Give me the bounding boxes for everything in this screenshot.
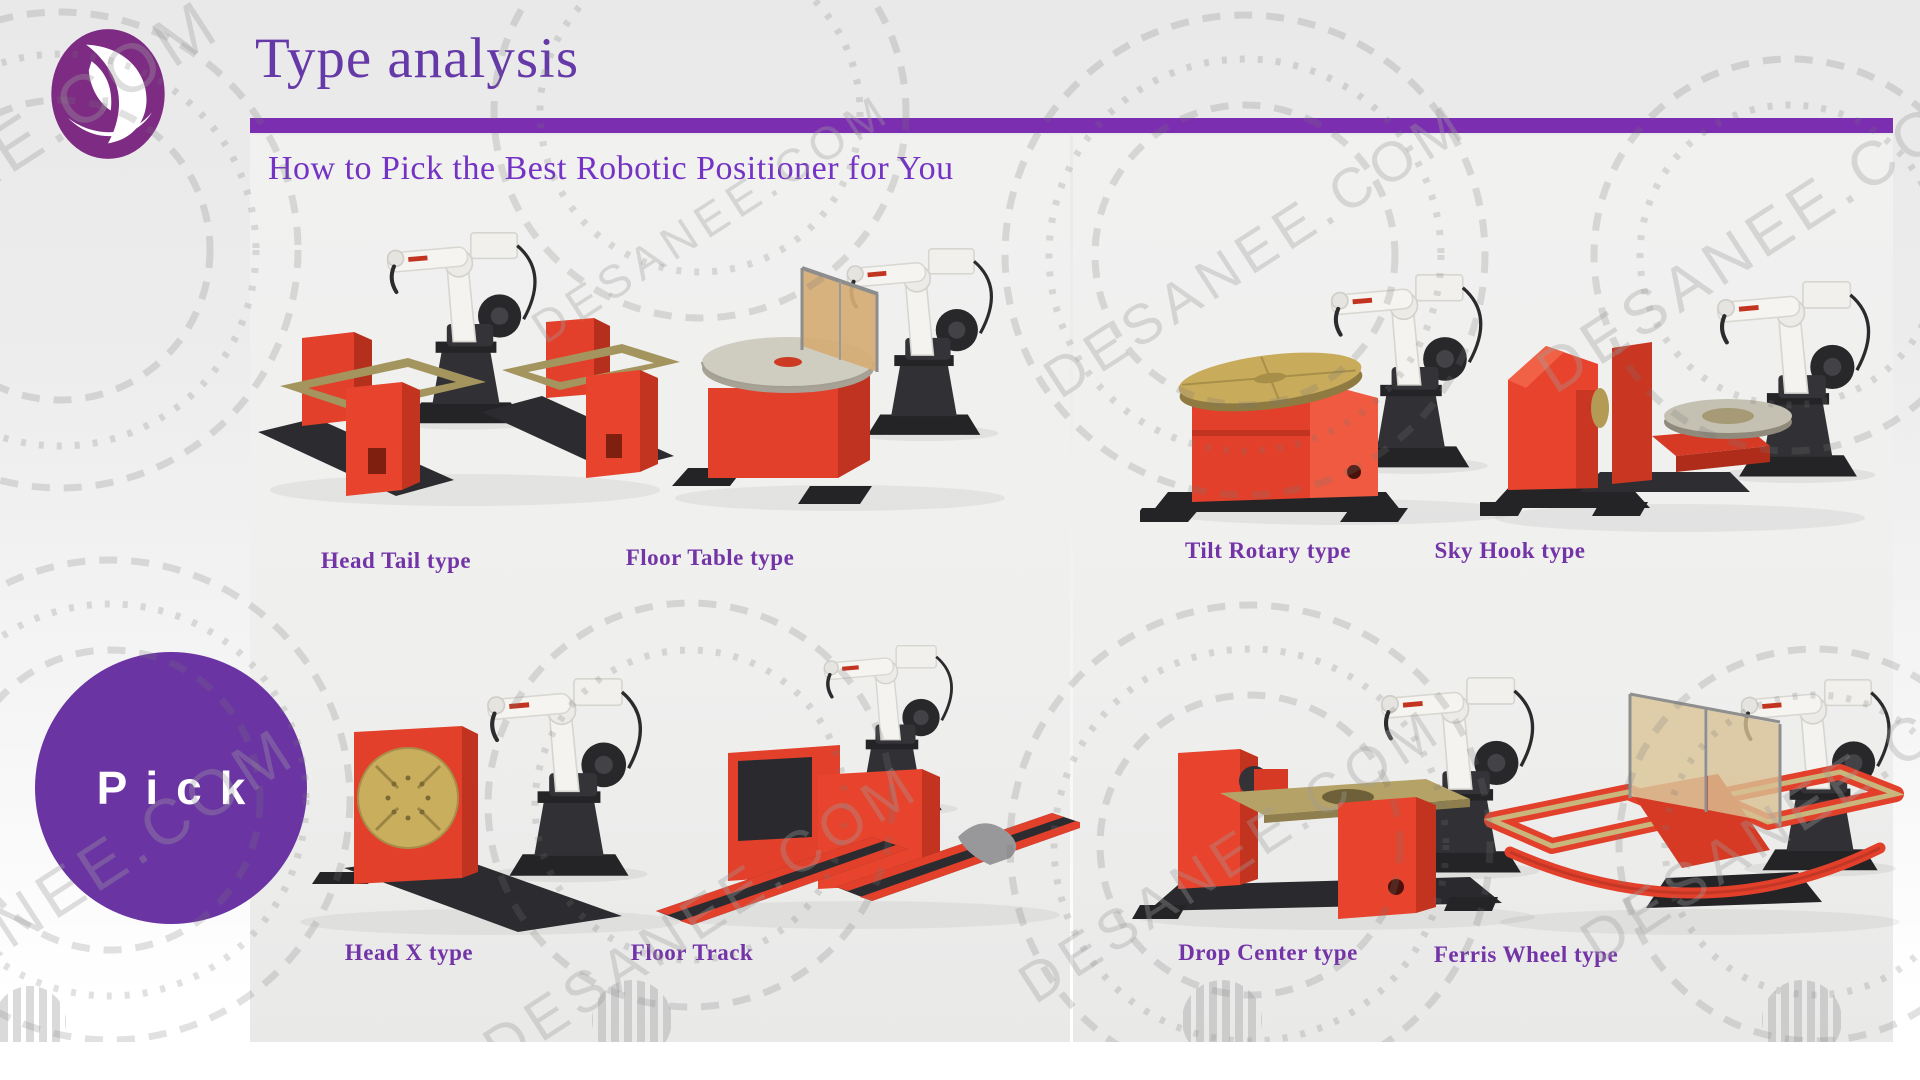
floor-track-illustration (656, 643, 1080, 929)
type-label-head-tail: Head Tail type (320, 548, 472, 573)
drop-center-illustration (1132, 645, 1570, 930)
sky-hook-figure (1480, 240, 1900, 540)
head-x-illustration (300, 640, 680, 935)
sky-hook-illustration (1480, 240, 1900, 532)
tilt-rotary-figure (1140, 240, 1540, 530)
type-label-floor-table: Floor Table type (625, 545, 795, 570)
head-x-figure (280, 640, 700, 940)
page-title: Type analysis (255, 27, 580, 90)
page-subtitle: How to Pick the Best Robotic Positioner … (268, 150, 954, 187)
head-tail-illustration (258, 230, 680, 506)
floor-table-figure (660, 210, 1020, 520)
photo-panel-left (250, 135, 1070, 1042)
floor-track-figure (640, 625, 1080, 935)
type-label-sky-hook: Sky Hook type (1434, 538, 1586, 563)
ferris-wheel-illustration (1483, 640, 1905, 935)
company-logo (51, 29, 165, 159)
floor-table-illustration (672, 246, 1005, 511)
ferris-wheel-figure (1480, 640, 1920, 940)
type-label-drop-center: Drop Center type (1178, 940, 1358, 965)
pick-badge: Pick (35, 652, 307, 924)
type-label-tilt-rotary: Tilt Rotary type (1184, 538, 1351, 563)
tilt-rotary-illustration (1140, 240, 1520, 525)
title-underline-bar (250, 118, 1893, 133)
type-label-head-x: Head X type (344, 940, 474, 965)
drop-center-figure (1120, 645, 1570, 935)
head-tail-figure (250, 190, 680, 530)
type-label-floor-track: Floor Track (630, 940, 754, 965)
type-label-ferris-wheel: Ferris Wheel type (1433, 942, 1619, 967)
pick-badge-label: Pick (96, 762, 264, 814)
